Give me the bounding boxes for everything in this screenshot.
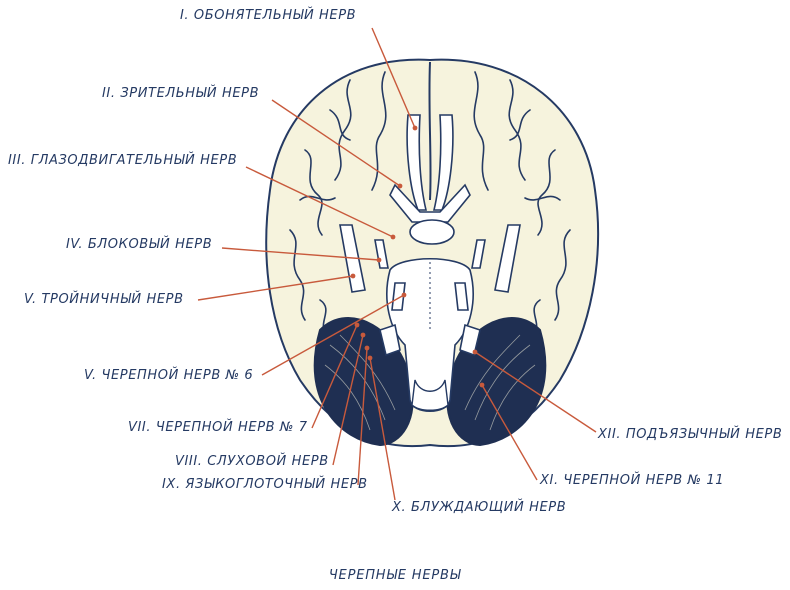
olfactory-tracts — [406, 114, 454, 211]
leader-n7 — [311, 324, 358, 429]
longitudinal-fissure — [428, 61, 432, 201]
leader-n9 — [357, 347, 368, 486]
medulla — [411, 379, 449, 411]
label-abducens-nerve: V. ЧЕРЕПНОЙ НЕРВ № 6 — [84, 368, 254, 383]
leader-dots — [350, 125, 485, 388]
label-trigeminal-nerve: V. ТРОЙНИЧНЫЙ НЕРВ — [24, 292, 184, 307]
leader-n8 — [332, 334, 364, 466]
label-optic-nerve: II. ЗРИТЕЛЬНЫЙ НЕРВ — [102, 86, 260, 101]
label-hypoglossal-nerve: XII. ПОДЪЯЗЫЧНЫЙ НЕРВ — [598, 427, 783, 442]
label-vestibulocochlear-nerve: VIII. СЛУХОВОЙ НЕРВ — [175, 454, 329, 469]
leader-n11 — [481, 384, 538, 481]
label-glossopharyngeal-nerve: IX. ЯЗЫКОГЛОТОЧНЫЙ НЕРВ — [162, 477, 368, 492]
label-oculomotor-nerve: III. ГЛАЗОДВИГАТЕЛЬНЫЙ НЕРВ — [8, 153, 238, 168]
label-accessory-nerve: XI. ЧЕРЕПНОЙ НЕРВ № 11 — [540, 473, 725, 488]
label-olfactory-nerve: I. ОБОНЯТЕЛЬНЫЙ НЕРВ — [180, 8, 357, 23]
diagram-caption: ЧЕРЕПНЫЕ НЕРВЫ — [328, 568, 462, 583]
leader-n1 — [371, 27, 416, 129]
pituitary — [409, 219, 455, 245]
label-facial-nerve: VII. ЧЕРЕПНОЙ НЕРВ № 7 — [128, 420, 308, 435]
leader-n6 — [261, 294, 405, 376]
leader-n3 — [245, 166, 394, 238]
leader-n4 — [221, 247, 380, 261]
leader-n2 — [271, 99, 401, 187]
leader-lines — [197, 27, 597, 501]
optic-chiasm — [389, 183, 471, 223]
leader-n12 — [474, 351, 597, 433]
leader-n10 — [369, 357, 396, 501]
label-vagus-nerve: X. БЛУЖДАЮЩИЙ НЕРВ — [392, 500, 567, 515]
label-trochlear-nerve: IV. БЛОКОВЫЙ НЕРВ — [66, 237, 213, 252]
leader-n5 — [197, 275, 354, 301]
